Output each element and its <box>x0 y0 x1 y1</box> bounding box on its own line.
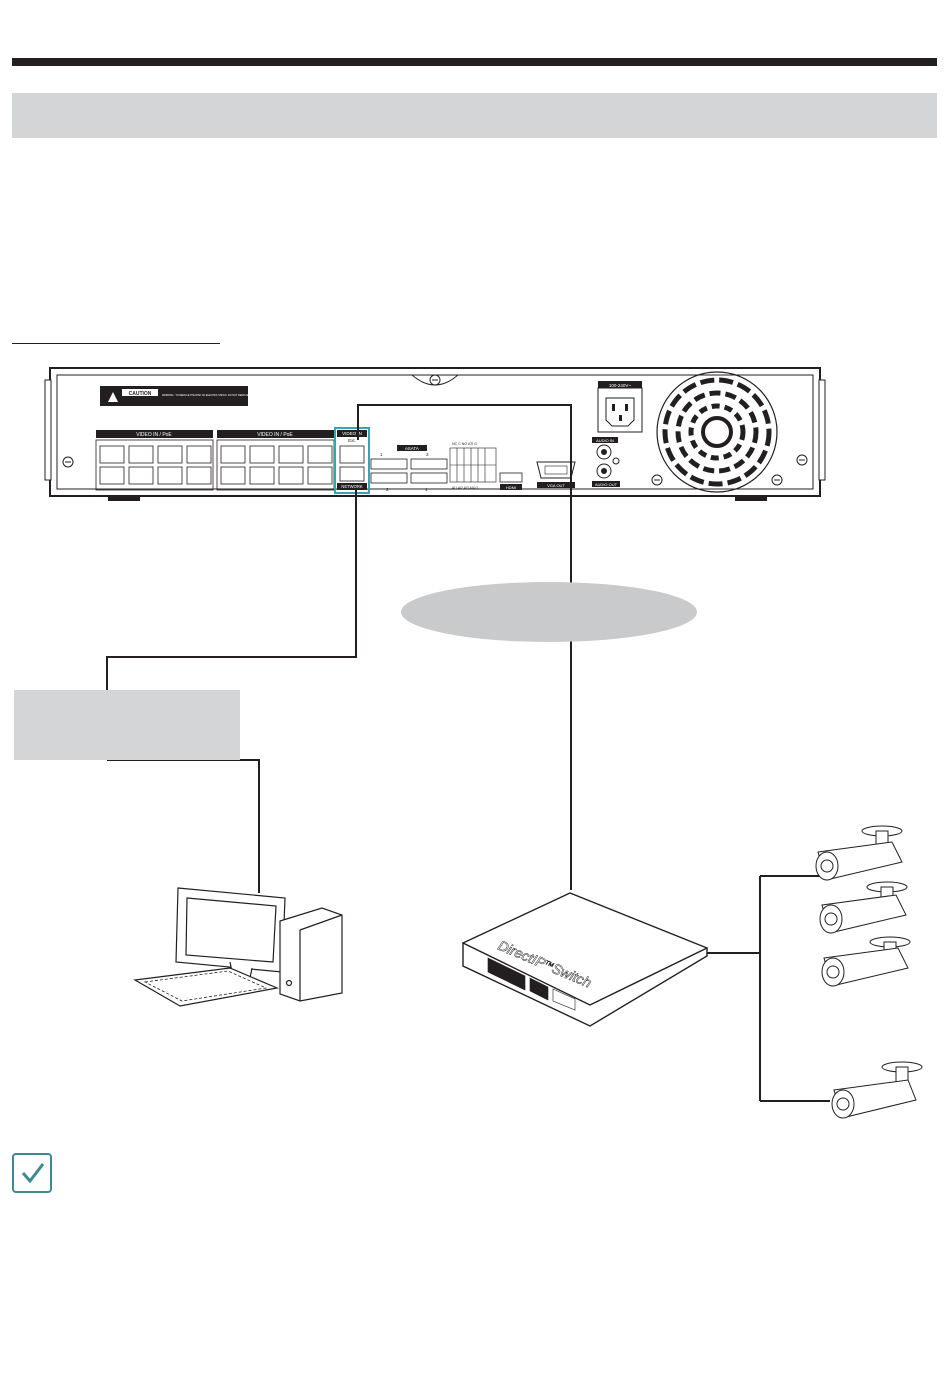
warning-text: WARNING : TO REDUCE THE RISK OF ELECTRIC… <box>162 394 383 397</box>
ext-label: Ext. <box>348 438 356 443</box>
pc-workstation <box>133 887 343 1007</box>
network-label: NETWORK <box>341 484 363 489</box>
checkmark-icon <box>21 1163 45 1184</box>
poe-switch <box>461 892 709 1027</box>
caution-label: CAUTION <box>129 391 152 397</box>
screw-icon <box>771 474 783 486</box>
note-checkbox <box>12 1153 52 1193</box>
poe-ports-left <box>95 439 214 491</box>
video-in-poe-label-right: VIDEO IN / PoE <box>257 432 293 438</box>
esata-ports <box>370 458 448 484</box>
section-title-band <box>12 93 937 138</box>
audio-out-label: AUDIO OUT <box>595 482 618 487</box>
top-rule <box>12 58 937 66</box>
ip-camera <box>821 936 911 987</box>
alarm-terminal-block <box>449 447 497 483</box>
alarm-labels-top: NC C NO ATI G <box>452 442 477 446</box>
esata-label: eSATA <box>405 446 419 451</box>
remote-site-label-box <box>14 690 240 760</box>
network-cloud <box>401 582 697 642</box>
screw-icon <box>796 454 808 466</box>
ip-camera <box>815 825 903 881</box>
subheading-underline <box>12 343 220 344</box>
esata-port-3: 3 <box>426 452 429 457</box>
esata-port-4: 4 <box>425 487 428 492</box>
audio-in-label: AUDIO IN <box>596 438 614 443</box>
video-in-poe-label-left: VIDEO IN / PoE <box>136 432 172 438</box>
power-label: 100-240V~ <box>609 383 632 388</box>
screw-icon <box>429 374 441 386</box>
esata-port-1: 1 <box>380 452 383 457</box>
ext-network-highlight <box>334 427 370 494</box>
screw-icon <box>651 474 663 486</box>
esata-port-2: 2 <box>386 487 389 492</box>
hdmi-label: HDMI <box>506 485 516 490</box>
caution-triangle-icon <box>108 392 118 402</box>
poe-ports-right <box>216 439 335 491</box>
connection-diagram: CAUTION WARNING : TO REDUCE THE RISK OF … <box>14 367 923 1119</box>
video-in-ext-label: VIDEO IN <box>342 431 362 436</box>
nvr-rear-panel: CAUTION WARNING : TO REDUCE THE RISK OF … <box>44 367 826 501</box>
ip-camera <box>819 881 908 934</box>
vga-label: VGA OUT <box>547 483 565 488</box>
alarm-labels-bottom: AI1 AI2 AI3 AI4 G <box>452 486 479 490</box>
screw-icon <box>62 456 74 468</box>
ip-camera <box>831 1061 923 1119</box>
fan-grille-icon <box>656 371 778 493</box>
